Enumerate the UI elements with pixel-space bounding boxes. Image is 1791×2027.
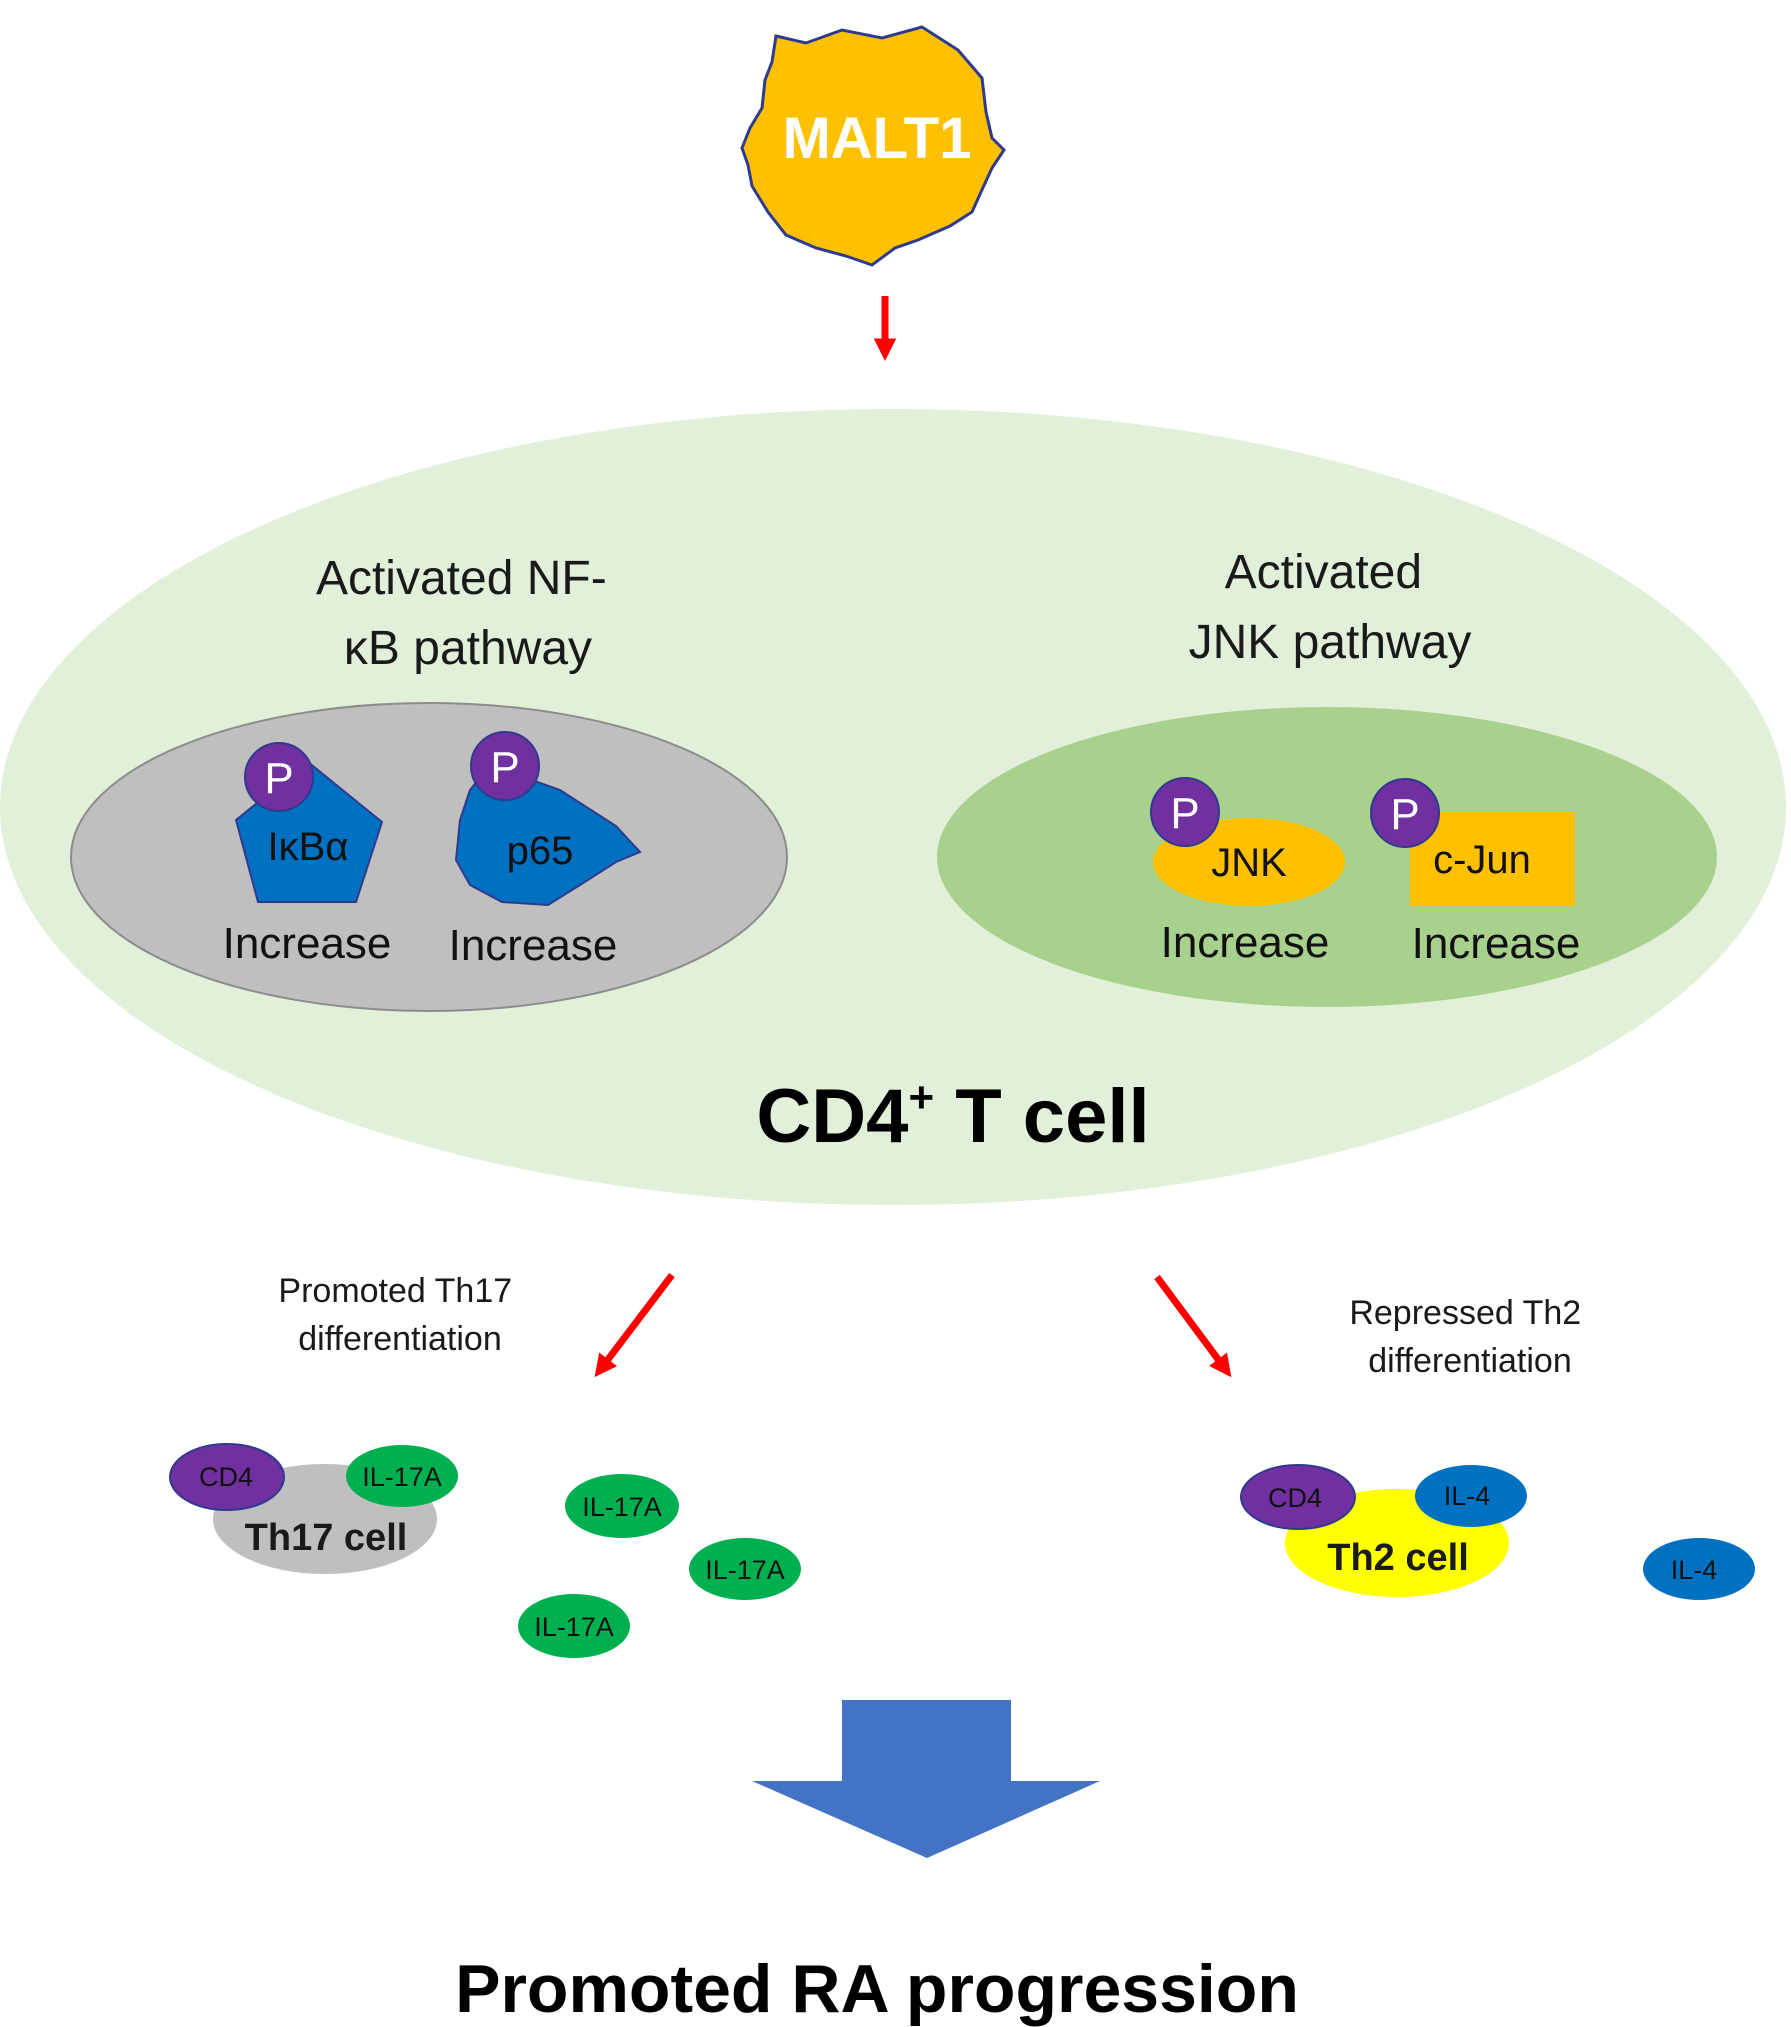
nfkb-zone (70, 702, 788, 1012)
th17-cell-label: Th17 cell (245, 1517, 408, 1559)
p65-phospho-label: P (490, 743, 519, 792)
malt1-label: MALT1 (782, 106, 971, 171)
th2-il4-bound-label: IL-4 (1444, 1481, 1491, 1511)
cjun-phospho-badge (1370, 778, 1440, 848)
il17a-free-3-label: IL-17A (534, 1612, 614, 1642)
th17-caption: Promoted Th17 differentiation (278, 1272, 521, 1358)
cjun-label: c-Jun (1433, 838, 1531, 882)
th17-cd4-receptor (169, 1443, 285, 1511)
cd4-label-superscript: + (908, 1073, 934, 1122)
th17-caption-line2: differentiation (298, 1320, 502, 1358)
outcome-label: Promoted RA progression (455, 1951, 1299, 2027)
il17a-free-1-label: IL-17A (582, 1492, 662, 1522)
th17-il17a-bound (346, 1445, 458, 1507)
th2-caption: Repressed Th2 differentiation (1349, 1294, 1590, 1380)
p65-phospho-badge (470, 731, 540, 801)
jnk-phospho-badge (1150, 777, 1220, 847)
jnk-pathway-title: Activated JNK pathway (1189, 546, 1472, 669)
p65-label: p65 (507, 829, 574, 873)
nfkb-title-line1: Activated NF- (316, 552, 607, 605)
p65-change-label: Increase (449, 921, 618, 970)
th2-caption-line2: differentiation (1368, 1342, 1572, 1380)
il17a-free-3 (518, 1594, 630, 1658)
cjun-phospho-label: P (1390, 790, 1419, 839)
il4-free-1 (1643, 1538, 1755, 1600)
jnk-title-line2: JNK pathway (1189, 616, 1472, 669)
th17-il17a-bound-label: IL-17A (362, 1462, 442, 1492)
jnk-label: JNK (1211, 841, 1287, 885)
cd4-t-cell-label: CD4+ T cell (756, 1073, 1149, 1159)
ikba-label: IκBα (268, 825, 349, 869)
th17-cd4-label: CD4 (199, 1462, 253, 1492)
il17a-free-1 (565, 1474, 679, 1538)
cd4-label-suffix: T cell (934, 1074, 1149, 1159)
jnk-phospho-label: P (1170, 789, 1199, 838)
il4-free-1-label: IL-4 (1671, 1555, 1718, 1585)
th2-cd4-label: CD4 (1268, 1483, 1322, 1513)
cjun-protein: c-Jun P (1370, 778, 1575, 906)
ikba-phospho-label: P (264, 754, 293, 803)
outcome-arrow (752, 1700, 1100, 1858)
malt1-shape (740, 25, 1006, 267)
cd4-label-main: CD4 (756, 1074, 908, 1159)
il17a-free-2-label: IL-17A (705, 1555, 785, 1585)
th2-il4-bound (1415, 1465, 1527, 1527)
th2-caption-line1: Repressed Th2 (1349, 1294, 1581, 1332)
th17-caption-line1: Promoted Th17 (278, 1272, 512, 1310)
il17a-free-2 (689, 1538, 801, 1600)
th2-cd4-receptor (1240, 1464, 1356, 1530)
arrow-to-th17 (594, 1272, 675, 1378)
arrow-to-th2 (1154, 1274, 1232, 1378)
th17-cell: Th17 cell CD4 IL-17A (169, 1443, 458, 1574)
nfkb-pathway-title: Activated NF- κB pathway (316, 552, 620, 675)
malt1-protein: MALT1 (740, 25, 1006, 267)
jnk-change-label: Increase (1161, 918, 1330, 967)
cjun-change-label: Increase (1412, 919, 1581, 968)
th2-cell: Th2 cell CD4 IL-4 (1240, 1464, 1527, 1597)
jnk-protein: JNK P (1150, 777, 1345, 906)
th2-cell-label: Th2 cell (1327, 1537, 1469, 1579)
cjun-shape (1410, 812, 1575, 906)
p65-protein: p65 P (454, 731, 642, 907)
nfkb-title-line2: κB pathway (344, 622, 592, 675)
ikba-protein: IκBα P (234, 742, 384, 903)
jnk-title-line1: Activated (1225, 546, 1422, 599)
ikba-change-label: Increase (223, 919, 392, 968)
ikba-phospho-badge (244, 742, 314, 812)
